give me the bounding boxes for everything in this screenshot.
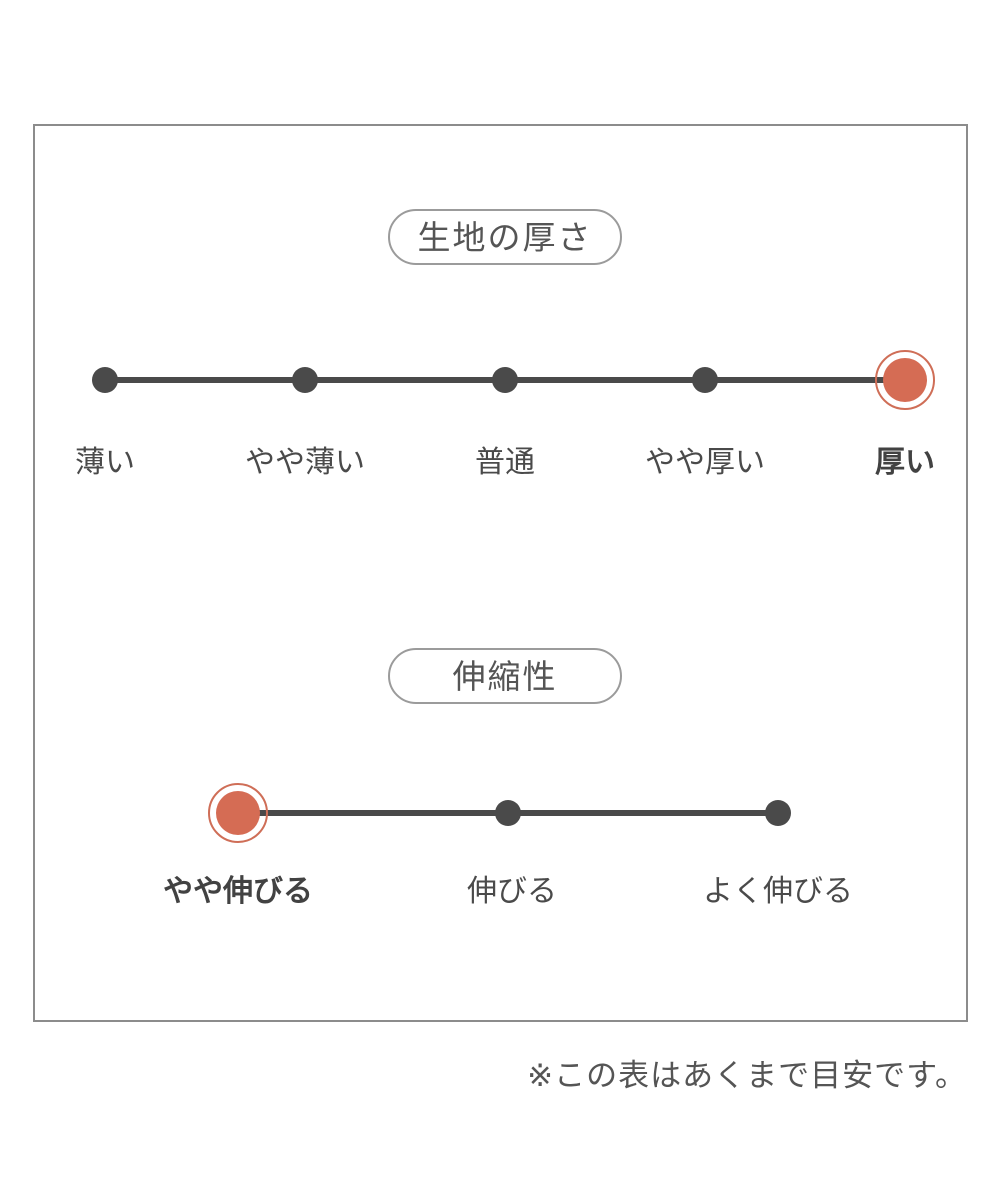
thickness-dot-3: [492, 367, 518, 393]
thickness-title: 生地の厚さ: [417, 217, 593, 257]
thickness-selected-dot: [883, 358, 927, 402]
chart-frame: [33, 124, 968, 1022]
stretch-label: よく伸びる: [703, 874, 853, 909]
stretch-selected-dot: [216, 791, 260, 835]
thickness-label: やや薄い: [245, 445, 365, 480]
stretch-label-selected: やや伸びる: [163, 874, 313, 909]
stretch-dot-2: [495, 800, 521, 826]
thickness-label: 薄い: [75, 445, 135, 480]
thickness-label: 普通: [475, 445, 535, 480]
stretch-dot-3: [765, 800, 791, 826]
thickness-dot-1: [92, 367, 118, 393]
thickness-label-selected: 厚い: [875, 445, 935, 480]
thickness-label: やや厚い: [645, 445, 765, 480]
stretch-label: 伸びる: [467, 874, 557, 909]
stretch-selected-ring: [208, 783, 268, 843]
thickness-dot-2: [292, 367, 318, 393]
thickness-title-pill: 生地の厚さ: [388, 209, 622, 265]
thickness-selected-ring: [875, 350, 935, 410]
thickness-dot-4: [692, 367, 718, 393]
stretch-title: 伸縮性: [452, 656, 558, 696]
stretch-title-pill: 伸縮性: [388, 648, 622, 704]
disclaimer-note: ※この表はあくまで目安です。: [527, 1058, 967, 1094]
